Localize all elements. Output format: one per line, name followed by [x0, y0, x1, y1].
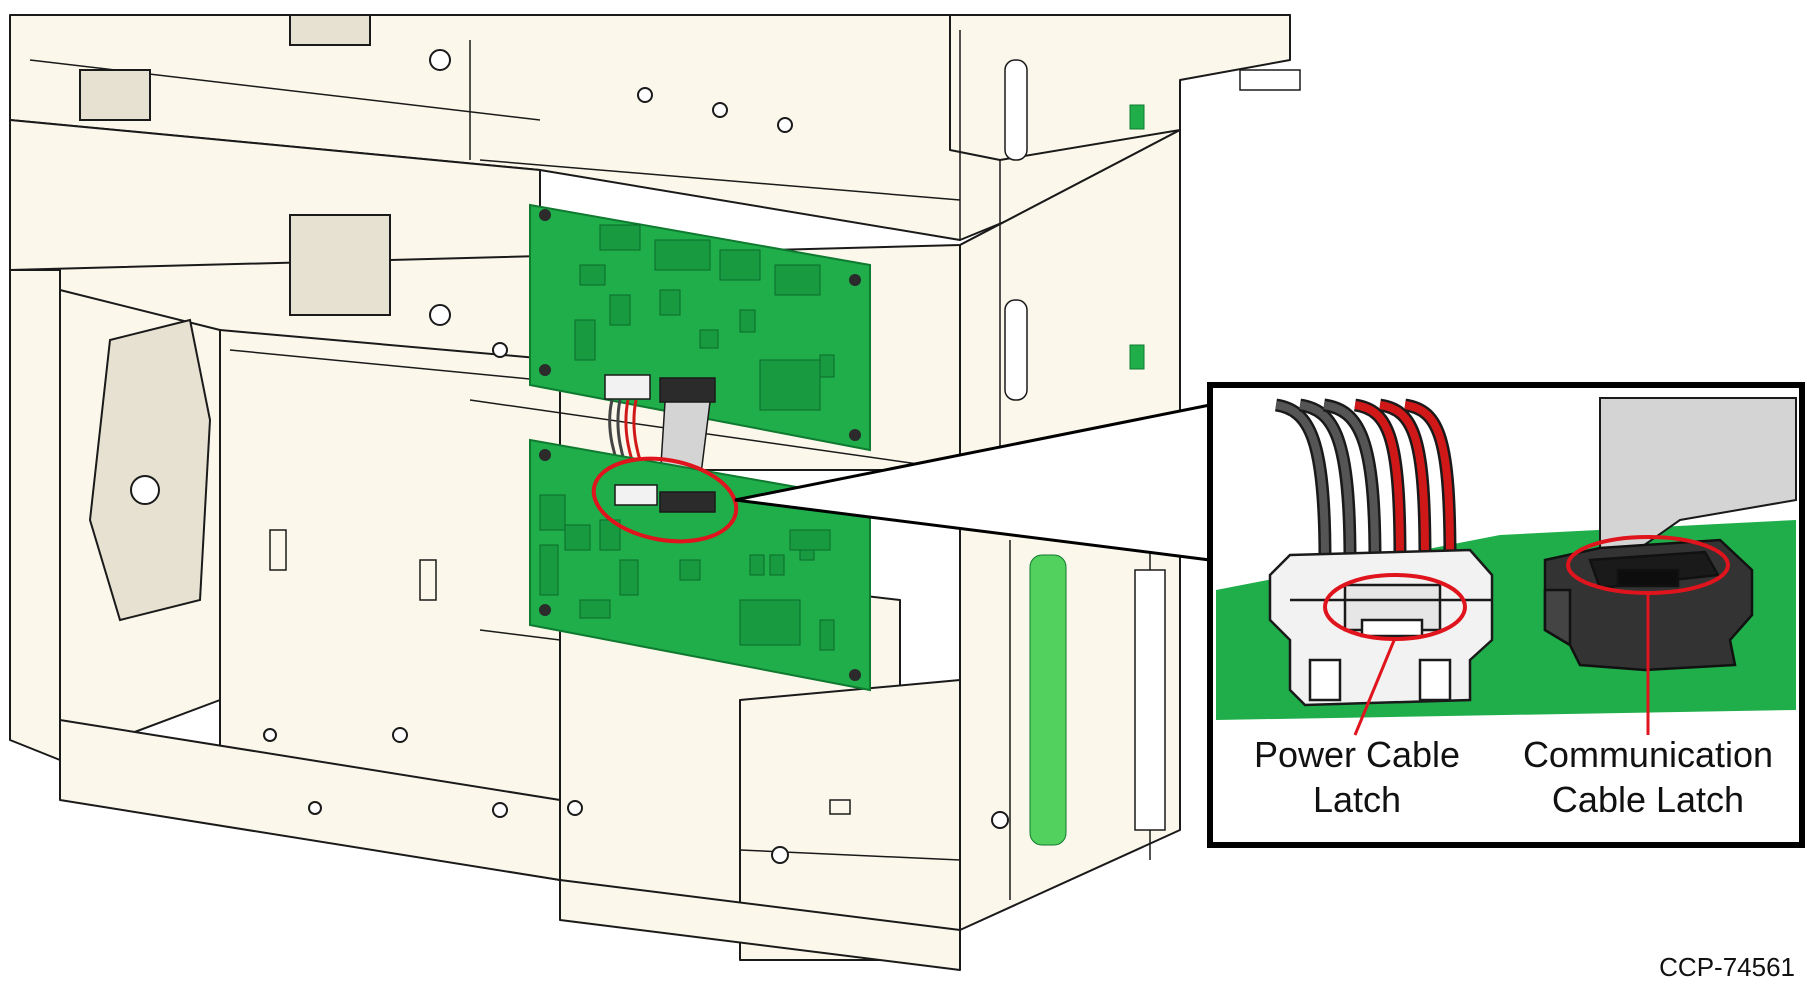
connector-highlight-ellipse [591, 456, 739, 544]
power-cable-wires [1274, 398, 1457, 561]
gear-mechanism [79, 14, 391, 622]
document-id: CCP-74561 [1659, 952, 1795, 982]
power-latch-label-line2: Latch [1313, 779, 1401, 820]
zoom-inset: Power Cable Latch Communication Cable La… [1207, 382, 1805, 848]
power-latch-leader [1353, 637, 1397, 736]
comm-latch-label-line1: Communication [1523, 734, 1773, 775]
rail-slots [1004, 59, 1166, 831]
comm-latch-label-line2: Cable Latch [1552, 779, 1744, 820]
screws [130, 49, 1009, 864]
power-connector [1268, 548, 1494, 707]
power-latch-label-line1: Power Cable [1254, 734, 1460, 775]
green-tabs [1029, 104, 1145, 846]
